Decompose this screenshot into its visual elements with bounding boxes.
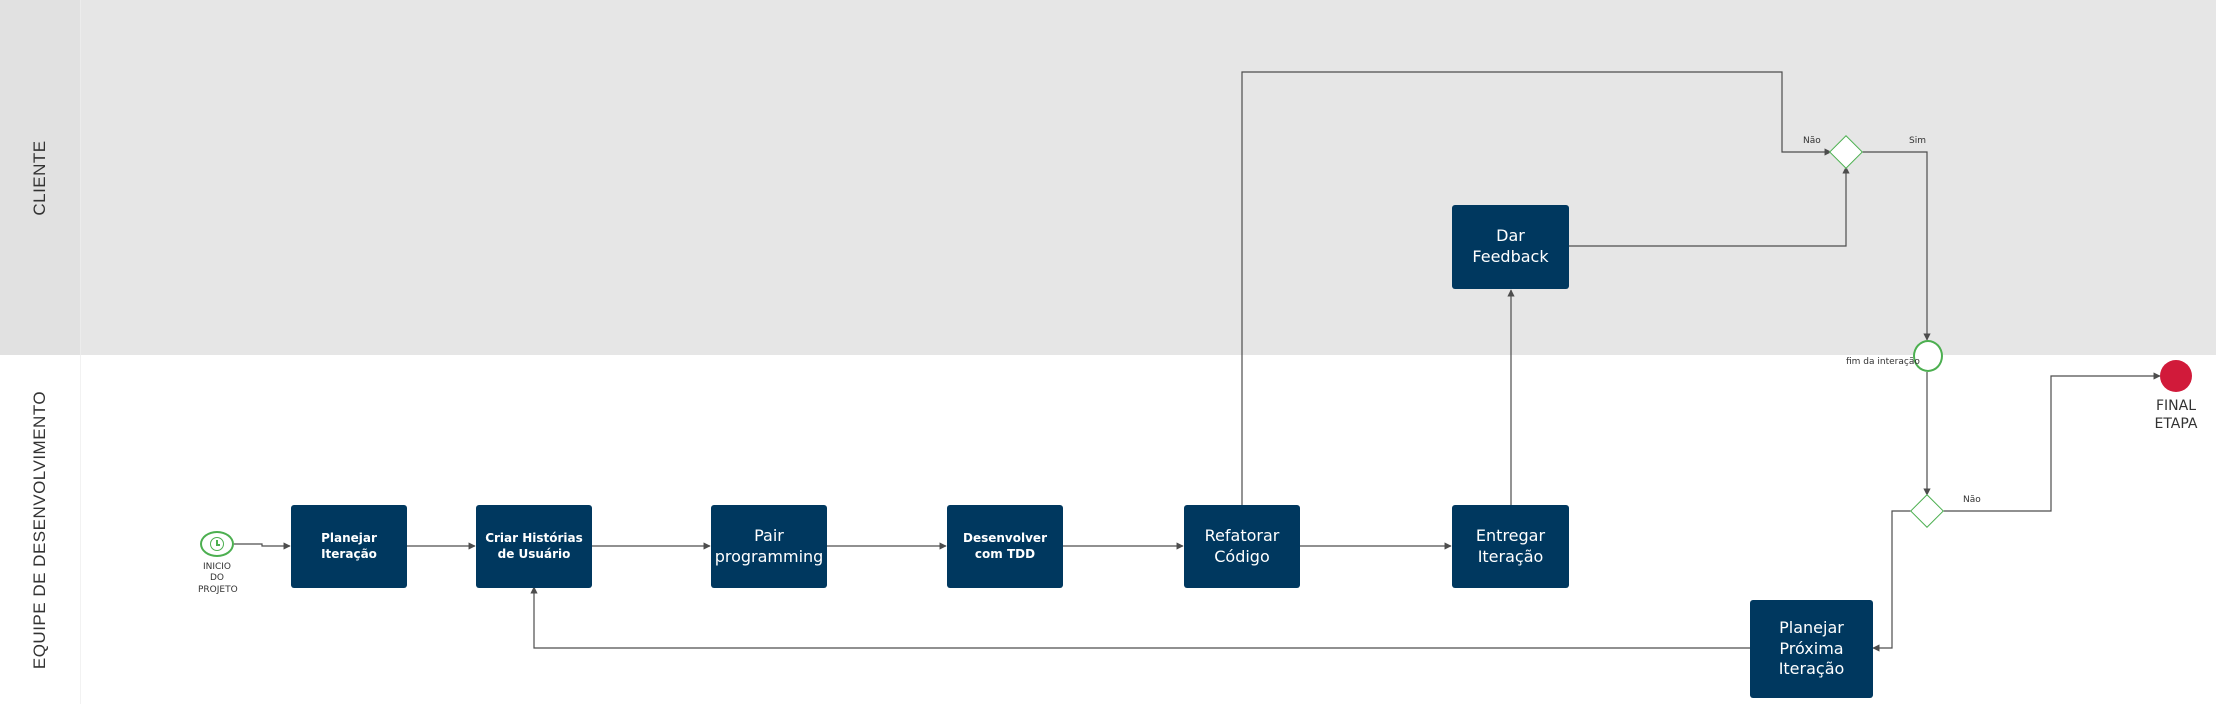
clock-icon	[210, 537, 224, 551]
lane-header-cliente: CLIENTE	[0, 0, 81, 355]
end-event[interactable]	[2160, 360, 2192, 392]
flow-gateway2-nao-to-final	[1942, 372, 2161, 512]
task-refatorar-codigo[interactable]: Refatorar Código	[1184, 505, 1300, 588]
task-criar-historias[interactable]: Criar Histórias de Usuário	[476, 505, 592, 588]
end-event-label: FINAL ETAPA	[2154, 398, 2198, 432]
flow-start-to-planejar	[234, 542, 291, 550]
intermediate-event[interactable]	[1913, 340, 1943, 372]
start-event[interactable]	[200, 531, 234, 557]
task-desenvolver-tdd[interactable]: Desenvolver com TDD	[947, 505, 1063, 588]
flow-gateway-sim-to-fim	[1861, 151, 1931, 341]
flow-gateway2-to-proxima	[1872, 510, 1912, 652]
gateway-final-nao-label: Não	[1963, 495, 1981, 505]
lane-header-equipe: EQUIPE DE DESENVOLVIMENTO	[0, 355, 81, 704]
lane-cliente: CLIENTE	[0, 0, 2216, 355]
task-planejar-proxima[interactable]: Planejar Próxima Iteração	[1750, 600, 1873, 698]
flow-proxima-to-historias	[530, 586, 1750, 649]
gateway-feedback-nao-label: Não	[1803, 136, 1821, 146]
start-event-label: INICIO DO PROJETO	[198, 562, 238, 595]
task-entregar-iteracao[interactable]: Entregar Iteração	[1452, 505, 1569, 588]
task-planejar-iteracao[interactable]: Planejar Iteração	[291, 505, 407, 588]
flow-refatorar-loop-nao	[1241, 71, 1832, 505]
task-dar-feedback[interactable]: Dar Feedback	[1452, 205, 1569, 289]
gateway-feedback-sim-label: Sim	[1909, 136, 1926, 146]
intermediate-event-label: fim da interação	[1846, 357, 1920, 367]
task-pair-programming[interactable]: Pair programming	[711, 505, 827, 588]
flow-feedback-to-gateway	[1569, 166, 1850, 247]
